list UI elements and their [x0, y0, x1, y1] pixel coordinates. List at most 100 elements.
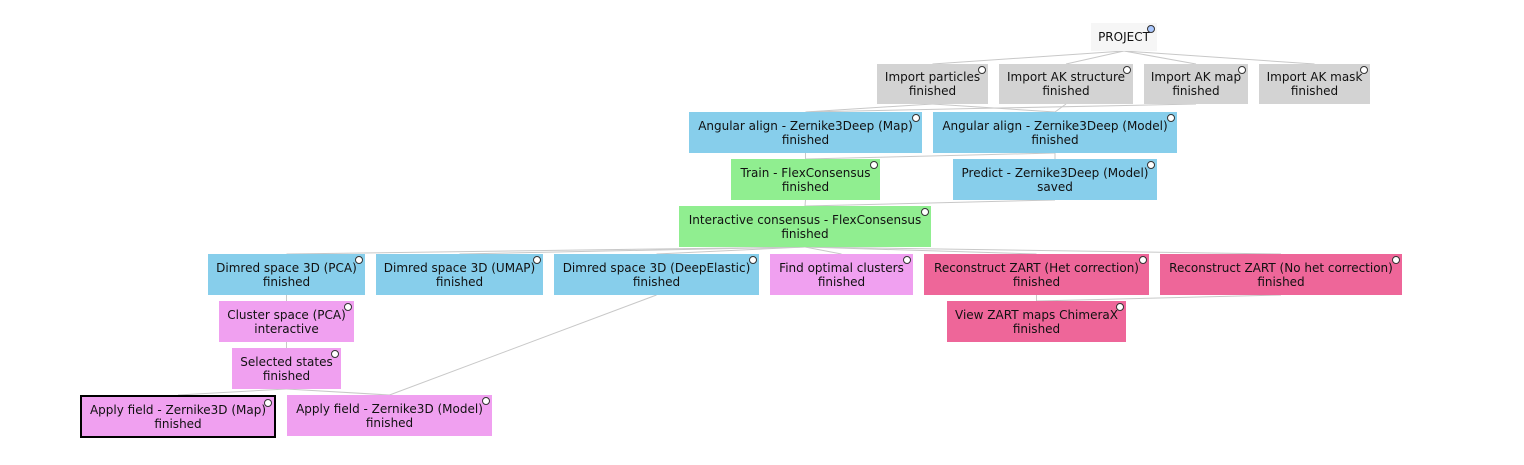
status-dot-icon[interactable] — [1116, 303, 1124, 311]
edge-import-particles-to-angular-map — [805, 103, 933, 113]
edge-angular-model-to-train-flex — [805, 152, 1056, 160]
node-dimred-deepelastic[interactable]: Dimred space 3D (DeepElastic)finished — [554, 254, 759, 295]
edge-interactive-consensus-to-find-clusters — [804, 246, 842, 255]
status-dot-icon[interactable] — [331, 350, 339, 358]
edge-project-to-import-particles — [932, 50, 1125, 65]
edge-interactive-consensus-to-zart-nohet — [804, 246, 1282, 255]
node-status: finished — [1012, 321, 1061, 336]
node-status: finished — [365, 415, 414, 430]
node-dimred-pca[interactable]: Dimred space 3D (PCA)finished — [208, 254, 365, 295]
node-label: Import AK map — [1150, 70, 1242, 84]
node-label: Angular align - Zernike3Deep (Map) — [698, 118, 913, 133]
edge-interactive-consensus-to-zart-het — [804, 246, 1037, 255]
node-predict-model[interactable]: Predict - Zernike3Deep (Model)saved — [953, 159, 1157, 200]
status-dot-icon[interactable] — [1360, 66, 1368, 74]
status-dot-icon[interactable] — [264, 399, 272, 407]
node-label: Cluster space (PCA) — [227, 307, 346, 322]
node-status: finished — [1031, 132, 1079, 147]
node-zart-nohet[interactable]: Reconstruct ZART (No het correction)fini… — [1160, 254, 1402, 295]
node-status: finished — [1290, 84, 1339, 98]
edge-selected-states-to-apply-model — [286, 388, 390, 396]
node-label: Import particles — [884, 70, 981, 84]
edge-interactive-consensus-to-dimred-pca — [286, 246, 806, 255]
node-dimred-umap[interactable]: Dimred space 3D (UMAP)finished — [376, 254, 543, 295]
status-dot-icon[interactable] — [1123, 66, 1131, 74]
node-label: Apply field - Zernike3D (Map) — [89, 402, 267, 417]
status-dot-icon[interactable] — [921, 208, 929, 216]
status-dot-icon[interactable] — [978, 66, 986, 74]
node-label: Train - FlexConsensus — [740, 165, 871, 180]
status-dot-icon[interactable] — [1167, 114, 1175, 122]
node-label: Predict - Zernike3Deep (Model) — [961, 165, 1149, 180]
status-dot-icon[interactable] — [1392, 256, 1400, 264]
edge-zart-nohet-to-view-zart — [1036, 294, 1282, 302]
status-dot-icon[interactable] — [533, 256, 541, 264]
edge-project-to-import-ak-mask — [1123, 50, 1315, 65]
node-project[interactable]: PROJECT — [1091, 23, 1157, 51]
node-status: saved — [1037, 179, 1073, 194]
node-status: interactive — [254, 321, 319, 336]
node-status: finished — [1257, 274, 1305, 289]
node-status: finished — [781, 179, 830, 194]
node-status: finished — [262, 368, 311, 383]
node-label: Apply field - Zernike3D (Model) — [296, 401, 483, 416]
status-dot-icon[interactable] — [1139, 256, 1147, 264]
node-label: Find optimal clusters — [779, 260, 904, 275]
node-label: PROJECT — [1098, 30, 1150, 44]
node-label: View ZART maps ChimeraX — [955, 307, 1118, 322]
node-angular-map[interactable]: Angular align - Zernike3Deep (Map)finish… — [689, 112, 922, 153]
edge-interactive-consensus-to-dimred-umap — [459, 246, 806, 255]
node-status: finished — [781, 132, 830, 147]
edge-selected-states-to-apply-map — [177, 388, 287, 396]
node-apply-model[interactable]: Apply field - Zernike3D (Model)finished — [287, 395, 492, 436]
node-label: Angular align - Zernike3Deep (Model) — [942, 118, 1168, 133]
node-label: Import AK mask — [1266, 70, 1363, 84]
status-dot-icon[interactable] — [1147, 25, 1155, 33]
status-dot-icon[interactable] — [870, 161, 878, 169]
node-label: Selected states — [240, 354, 333, 369]
node-label: Dimred space 3D (PCA) — [216, 260, 357, 275]
node-status: finished — [1042, 84, 1090, 98]
node-status: finished — [632, 274, 681, 289]
node-status: finished — [1012, 274, 1061, 289]
status-dot-icon[interactable] — [749, 256, 757, 264]
node-status: finished — [781, 226, 829, 241]
status-dot-icon[interactable] — [344, 303, 352, 311]
edge-dimred-deepelastic-to-apply-model — [389, 294, 657, 396]
status-dot-icon[interactable] — [482, 397, 490, 405]
status-dot-icon[interactable] — [903, 256, 911, 264]
node-status: finished — [435, 274, 484, 289]
edge-project-to-import-ak-map — [1123, 50, 1197, 65]
edge-predict-model-to-interactive-consensus — [804, 199, 1056, 207]
node-label: Reconstruct ZART (No het correction) — [1169, 260, 1393, 275]
node-status: finished — [154, 416, 202, 431]
edge-train-flex-to-interactive-consensus — [804, 199, 806, 207]
node-apply-map[interactable]: Apply field - Zernike3D (Map)finished — [80, 395, 276, 438]
status-dot-icon[interactable] — [1238, 66, 1246, 74]
node-status: finished — [908, 84, 957, 98]
node-angular-model[interactable]: Angular align - Zernike3Deep (Model)fini… — [933, 112, 1177, 153]
node-label: Dimred space 3D (UMAP) — [383, 260, 536, 275]
node-cluster-pca[interactable]: Cluster space (PCA)interactive — [219, 301, 354, 342]
status-dot-icon[interactable] — [355, 256, 363, 264]
status-dot-icon[interactable] — [912, 114, 920, 122]
node-label: Import AK structure — [1007, 70, 1125, 84]
node-zart-het[interactable]: Reconstruct ZART (Het correction)finishe… — [924, 254, 1149, 295]
node-label: Interactive consensus - FlexConsensus — [688, 212, 922, 227]
edge-import-ak-map-to-angular-map — [805, 103, 1197, 113]
status-dot-icon[interactable] — [1147, 161, 1155, 169]
edge-import-ak-structure-to-angular-model — [1054, 103, 1067, 113]
node-status: finished — [262, 274, 311, 289]
edge-project-to-import-ak-structure — [1065, 50, 1125, 65]
